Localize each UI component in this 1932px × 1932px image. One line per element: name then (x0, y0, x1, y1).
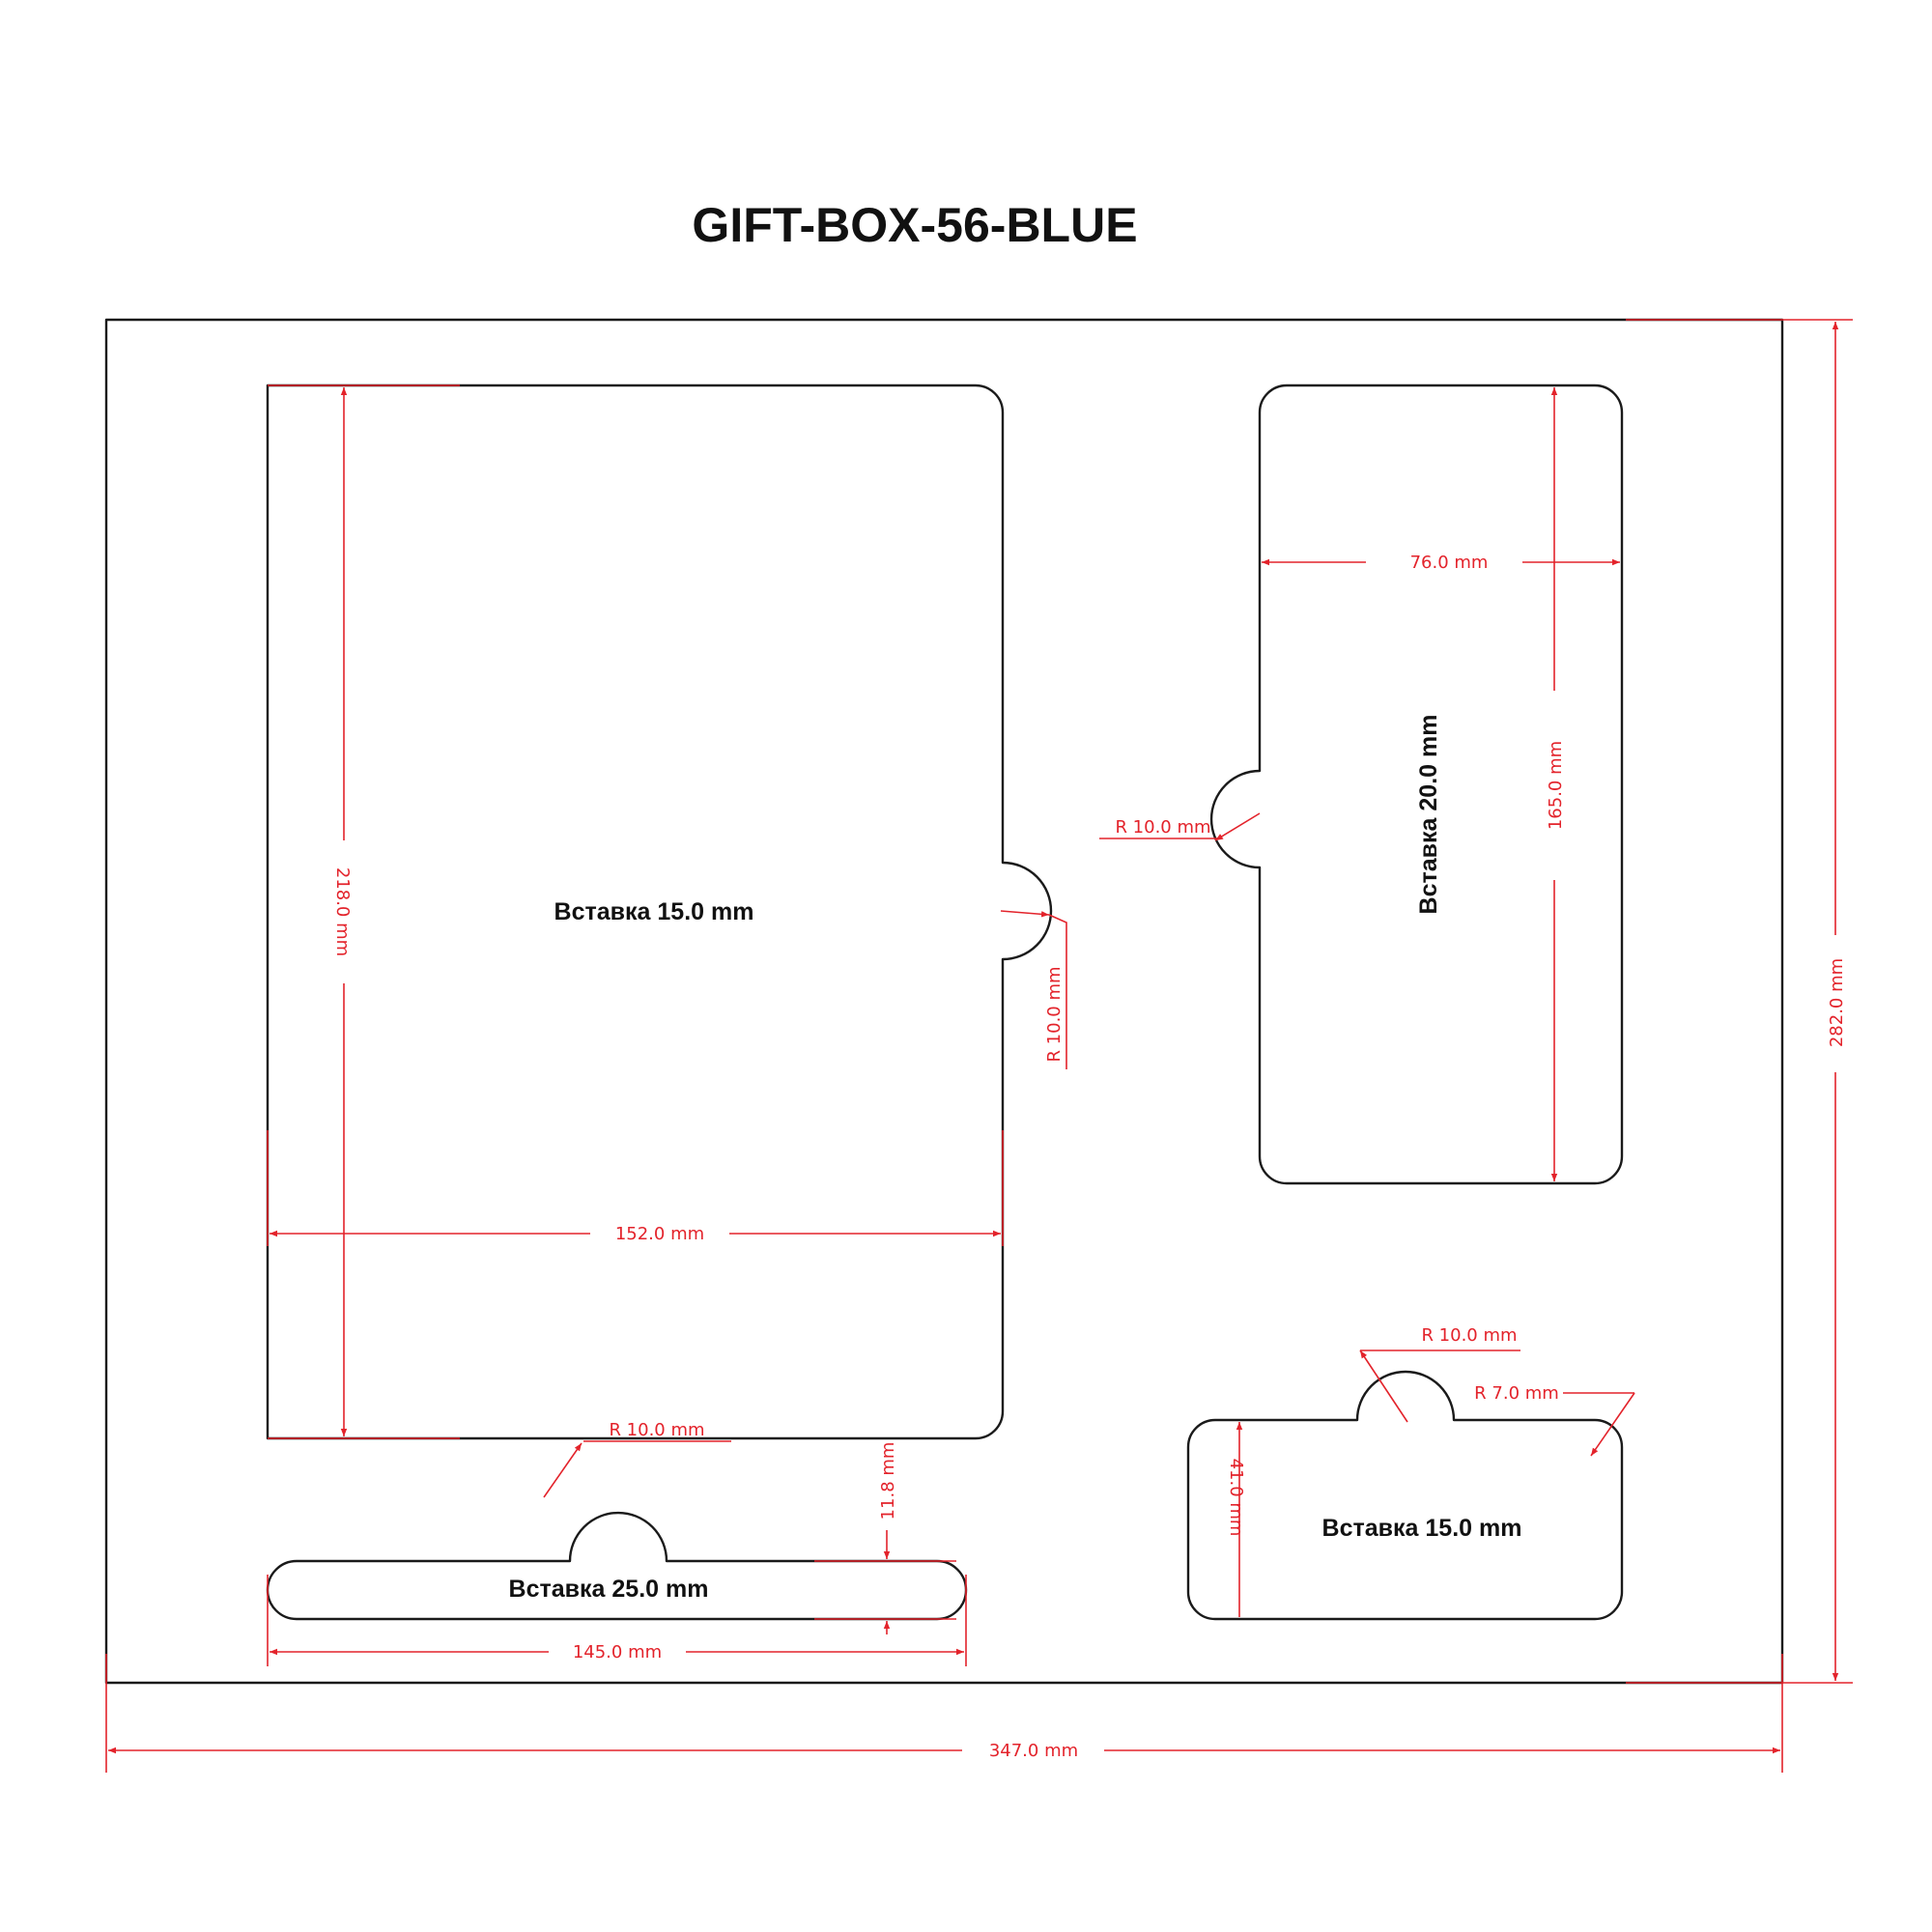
overall-height-dimension: 282.0 mm (1626, 319, 1853, 1684)
overall-height-value: 282.0 mm (1827, 958, 1847, 1047)
tall-notch-radius-dimension: R 10.0 mm (1099, 812, 1261, 841)
small-height-dimension: 41.0 mm (1226, 1422, 1246, 1617)
overall-width-value: 347.0 mm (989, 1741, 1078, 1761)
small-insert-label: Вставка 15.0 mm (1322, 1515, 1522, 1542)
strip-height-value: 11.8 mm (878, 1442, 898, 1520)
large-corner-radius-value: R 10.0 mm (609, 1420, 704, 1440)
large-notch-radius-dimension: R 10.0 mm (1000, 910, 1067, 1069)
large-height-value: 218.0 mm (332, 867, 353, 956)
large-insert-label: Вставка 15.0 mm (554, 898, 754, 925)
outer-board (104, 318, 1784, 1685)
large-width-dimension: 152.0 mm (267, 1130, 1004, 1246)
strip-width-dimension: 145.0 mm (267, 1575, 967, 1666)
large-insert-outline (266, 384, 1053, 1440)
small-notch-radius-dimension: R 10.0 mm (1359, 1325, 1520, 1423)
strip-width-value: 145.0 mm (573, 1642, 662, 1662)
small-height-value: 41.0 mm (1226, 1459, 1246, 1537)
strip-insert-outline (266, 1511, 968, 1621)
tall-height-dimension: 165.0 mm (1546, 387, 1566, 1181)
strip-height-dimension: 11.8 mm (814, 1442, 956, 1634)
tall-insert-label: Вставка 20.0 mm (1415, 715, 1442, 915)
large-notch-radius-value: R 10.0 mm (1044, 966, 1065, 1062)
tall-width-value: 76.0 mm (1410, 553, 1489, 573)
small-notch-radius-value: R 10.0 mm (1421, 1325, 1517, 1346)
tall-notch-radius-value: R 10.0 mm (1115, 817, 1210, 838)
small-insert-outline (1186, 1370, 1624, 1621)
tall-width-dimension: 76.0 mm (1262, 553, 1620, 573)
tall-insert-outline (1209, 384, 1624, 1185)
small-corner-radius-dimension: R 7.0 mm (1474, 1383, 1635, 1457)
tall-height-value: 165.0 mm (1546, 741, 1566, 830)
large-width-value: 152.0 mm (615, 1224, 704, 1244)
large-height-dimension: 218.0 mm (268, 384, 460, 1439)
overall-width-dimension: 347.0 mm (105, 1654, 1783, 1773)
strip-insert-label: Вставка 25.0 mm (509, 1576, 709, 1603)
small-corner-radius-value: R 7.0 mm (1474, 1383, 1559, 1404)
large-corner-radius-dimension: R 10.0 mm (543, 1420, 731, 1498)
drawing-title: GIFT-BOX-56-BLUE (692, 198, 1137, 252)
